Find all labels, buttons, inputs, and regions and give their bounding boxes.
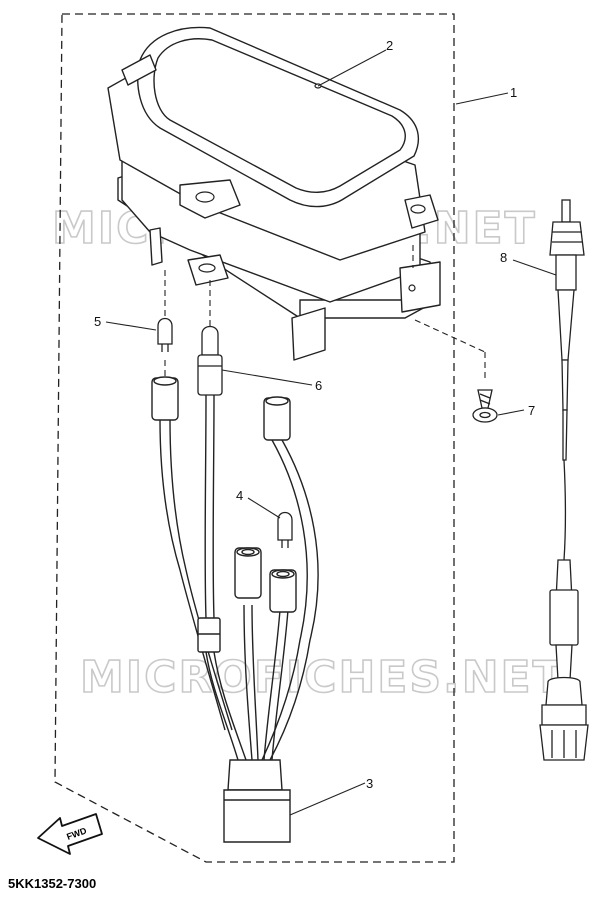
wire-harness	[151, 376, 319, 761]
callout-8: 8	[500, 250, 507, 265]
meter-cable-8	[539, 199, 589, 761]
leader-lines	[105, 49, 557, 816]
assembly-boundary	[54, 13, 455, 863]
callout-3: 3	[366, 776, 373, 791]
fwd-arrow-icon: FWD	[37, 813, 103, 855]
meter-assembly	[107, 26, 441, 361]
callout-4: 4	[236, 488, 243, 503]
bulb-5	[157, 317, 173, 352]
watermark-bottom: MICROFICHES.NET	[80, 652, 565, 703]
bulb-6	[197, 325, 223, 396]
mounting-holes	[195, 83, 426, 292]
bulb-4	[277, 511, 293, 548]
callout-6: 6	[315, 378, 322, 393]
callout-7: 7	[528, 403, 535, 418]
callout-5: 5	[94, 314, 101, 329]
part-number: 5KK1352-7300	[8, 876, 97, 891]
screw-7	[472, 389, 498, 423]
callout-1: 1	[510, 85, 517, 100]
install-guides	[164, 245, 486, 378]
coupler-3	[223, 759, 291, 843]
callout-2: 2	[386, 38, 393, 53]
